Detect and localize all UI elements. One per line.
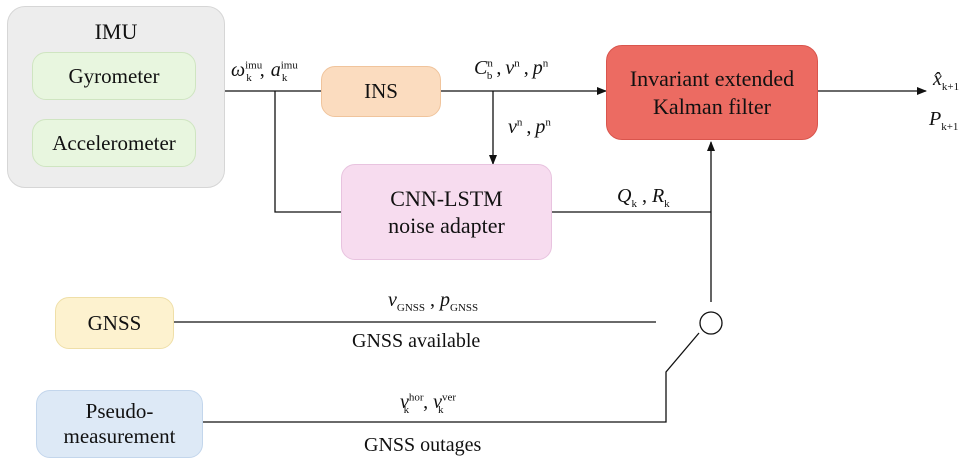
iekf-line2: Kalman filter bbox=[653, 93, 771, 119]
ins-label: INS bbox=[364, 79, 398, 104]
iekf-line1: Invariant extended bbox=[629, 66, 795, 91]
gnss-label: GNSS bbox=[87, 310, 142, 335]
ins-branch-label: vn,pn bbox=[508, 116, 551, 138]
cnn-lstm-line1: CNN-LSTM bbox=[390, 185, 503, 211]
cnn-lstm-box: CNN-LSTM noise adapter bbox=[341, 164, 552, 260]
gnss-available-caption: GNSS available bbox=[352, 330, 481, 352]
cnn-lstm-line2: noise adapter bbox=[388, 213, 505, 238]
imu-to-cnn-line bbox=[274, 91, 341, 213]
accelerometer-box: Accelerometer bbox=[32, 119, 196, 167]
state-output-label: x̂k+1 bbox=[933, 68, 960, 93]
accelerometer-label: Accelerometer bbox=[52, 130, 176, 155]
imu-signal-label: ωimuk,aimuk bbox=[231, 59, 298, 84]
gyrometer-box: Gyrometer bbox=[32, 52, 196, 100]
pseudo-line1: Pseudo- bbox=[85, 398, 154, 423]
pseudo-measurement-line bbox=[203, 332, 700, 423]
gnss-outages-caption: GNSS outages bbox=[364, 434, 482, 456]
switch-node bbox=[699, 311, 723, 335]
gyrometer-label: Gyrometer bbox=[68, 63, 160, 88]
ins-output-label: Cnb,vn,pn bbox=[474, 57, 549, 82]
pseudo-line2: measurement bbox=[63, 424, 176, 448]
covariance-output-label: Pk+1 bbox=[929, 108, 959, 133]
gnss-signal-label: vGNSS,pGNSS bbox=[388, 289, 479, 314]
pseudo-measurement-box: Pseudo- measurement bbox=[36, 390, 203, 458]
pseudo-signal-label: vhork,vverk bbox=[400, 391, 456, 416]
noise-covariance-label: Qk,Rk bbox=[617, 185, 670, 210]
ins-box: INS bbox=[321, 66, 441, 117]
gnss-box: GNSS bbox=[55, 297, 174, 349]
iekf-box: Invariant extended Kalman filter bbox=[606, 45, 818, 140]
imu-title: IMU bbox=[94, 19, 138, 44]
